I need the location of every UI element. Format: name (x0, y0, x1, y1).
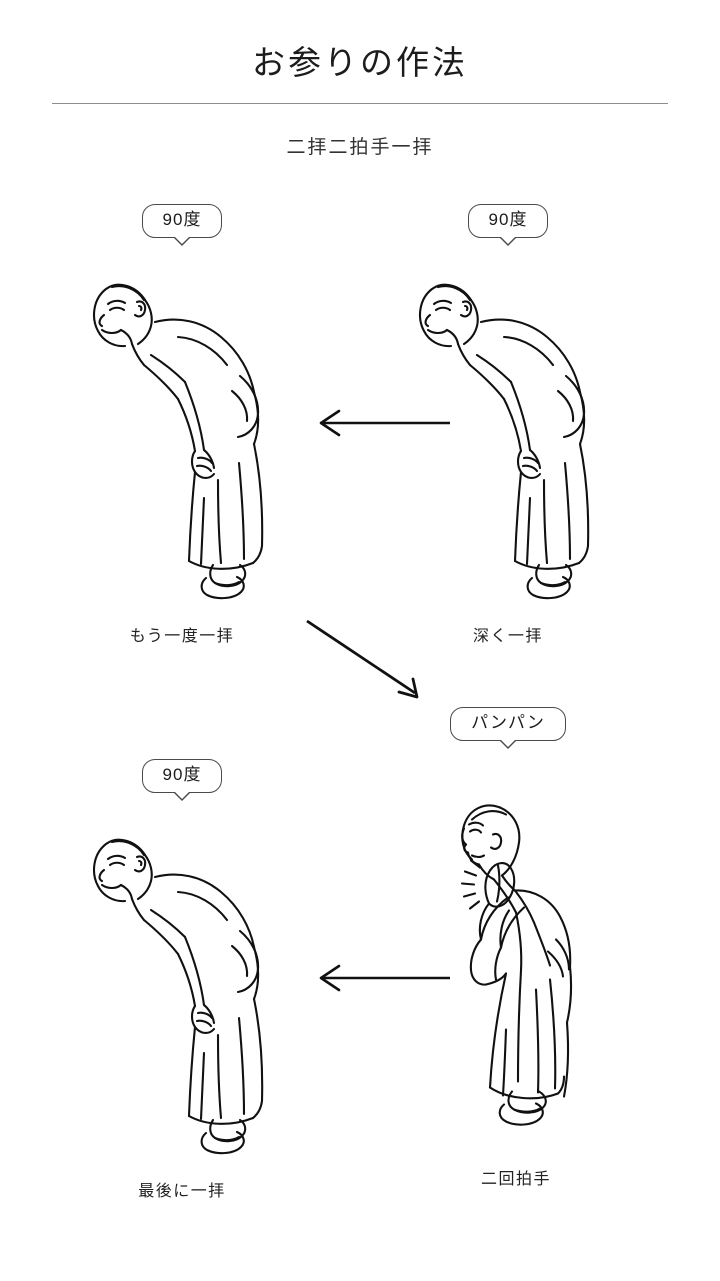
caption-step-3: 二回拍手 (480, 1171, 551, 1188)
bubble-text-step-1: 90度 (467, 204, 549, 246)
speech-bubble-step-2: 90度 (62, 204, 302, 246)
page-title: お参りの作法 (252, 44, 468, 81)
caption-step-2: もう一度一拝 (129, 628, 235, 645)
step-3-two-claps: 二回拍手 (396, 762, 636, 1189)
arrow-bottom-right-to-left (319, 964, 450, 992)
caption-step-1: 深く一拝 (472, 628, 543, 645)
step-2-second-bow: もう一度一拝 (62, 258, 302, 646)
arrow-top-right-to-left (319, 409, 450, 437)
caption-step-4: 最後に一拝 (138, 1183, 226, 1200)
page-subtitle: 二拝二拍手一拝 (286, 137, 434, 158)
bubble-text-step-4: 90度 (141, 759, 223, 801)
speech-bubble-step-1: 90度 (388, 204, 628, 246)
title-divider (52, 103, 668, 104)
figure-person-bowing-step-4 (92, 838, 264, 1155)
bubble-text-step-3: パンパン (450, 707, 566, 749)
figure-person-bowing-step-2 (92, 283, 264, 600)
step-1-deep-bow: 深く一拝 (388, 258, 628, 646)
speech-bubble-step-3: パンパン (388, 707, 628, 749)
bubble-text-step-2: 90度 (141, 204, 223, 246)
step-4-final-bow: 最後に一拝 (62, 813, 302, 1201)
arrow-diagonal-down-right (306, 619, 419, 699)
speech-bubble-step-4: 90度 (62, 759, 302, 801)
